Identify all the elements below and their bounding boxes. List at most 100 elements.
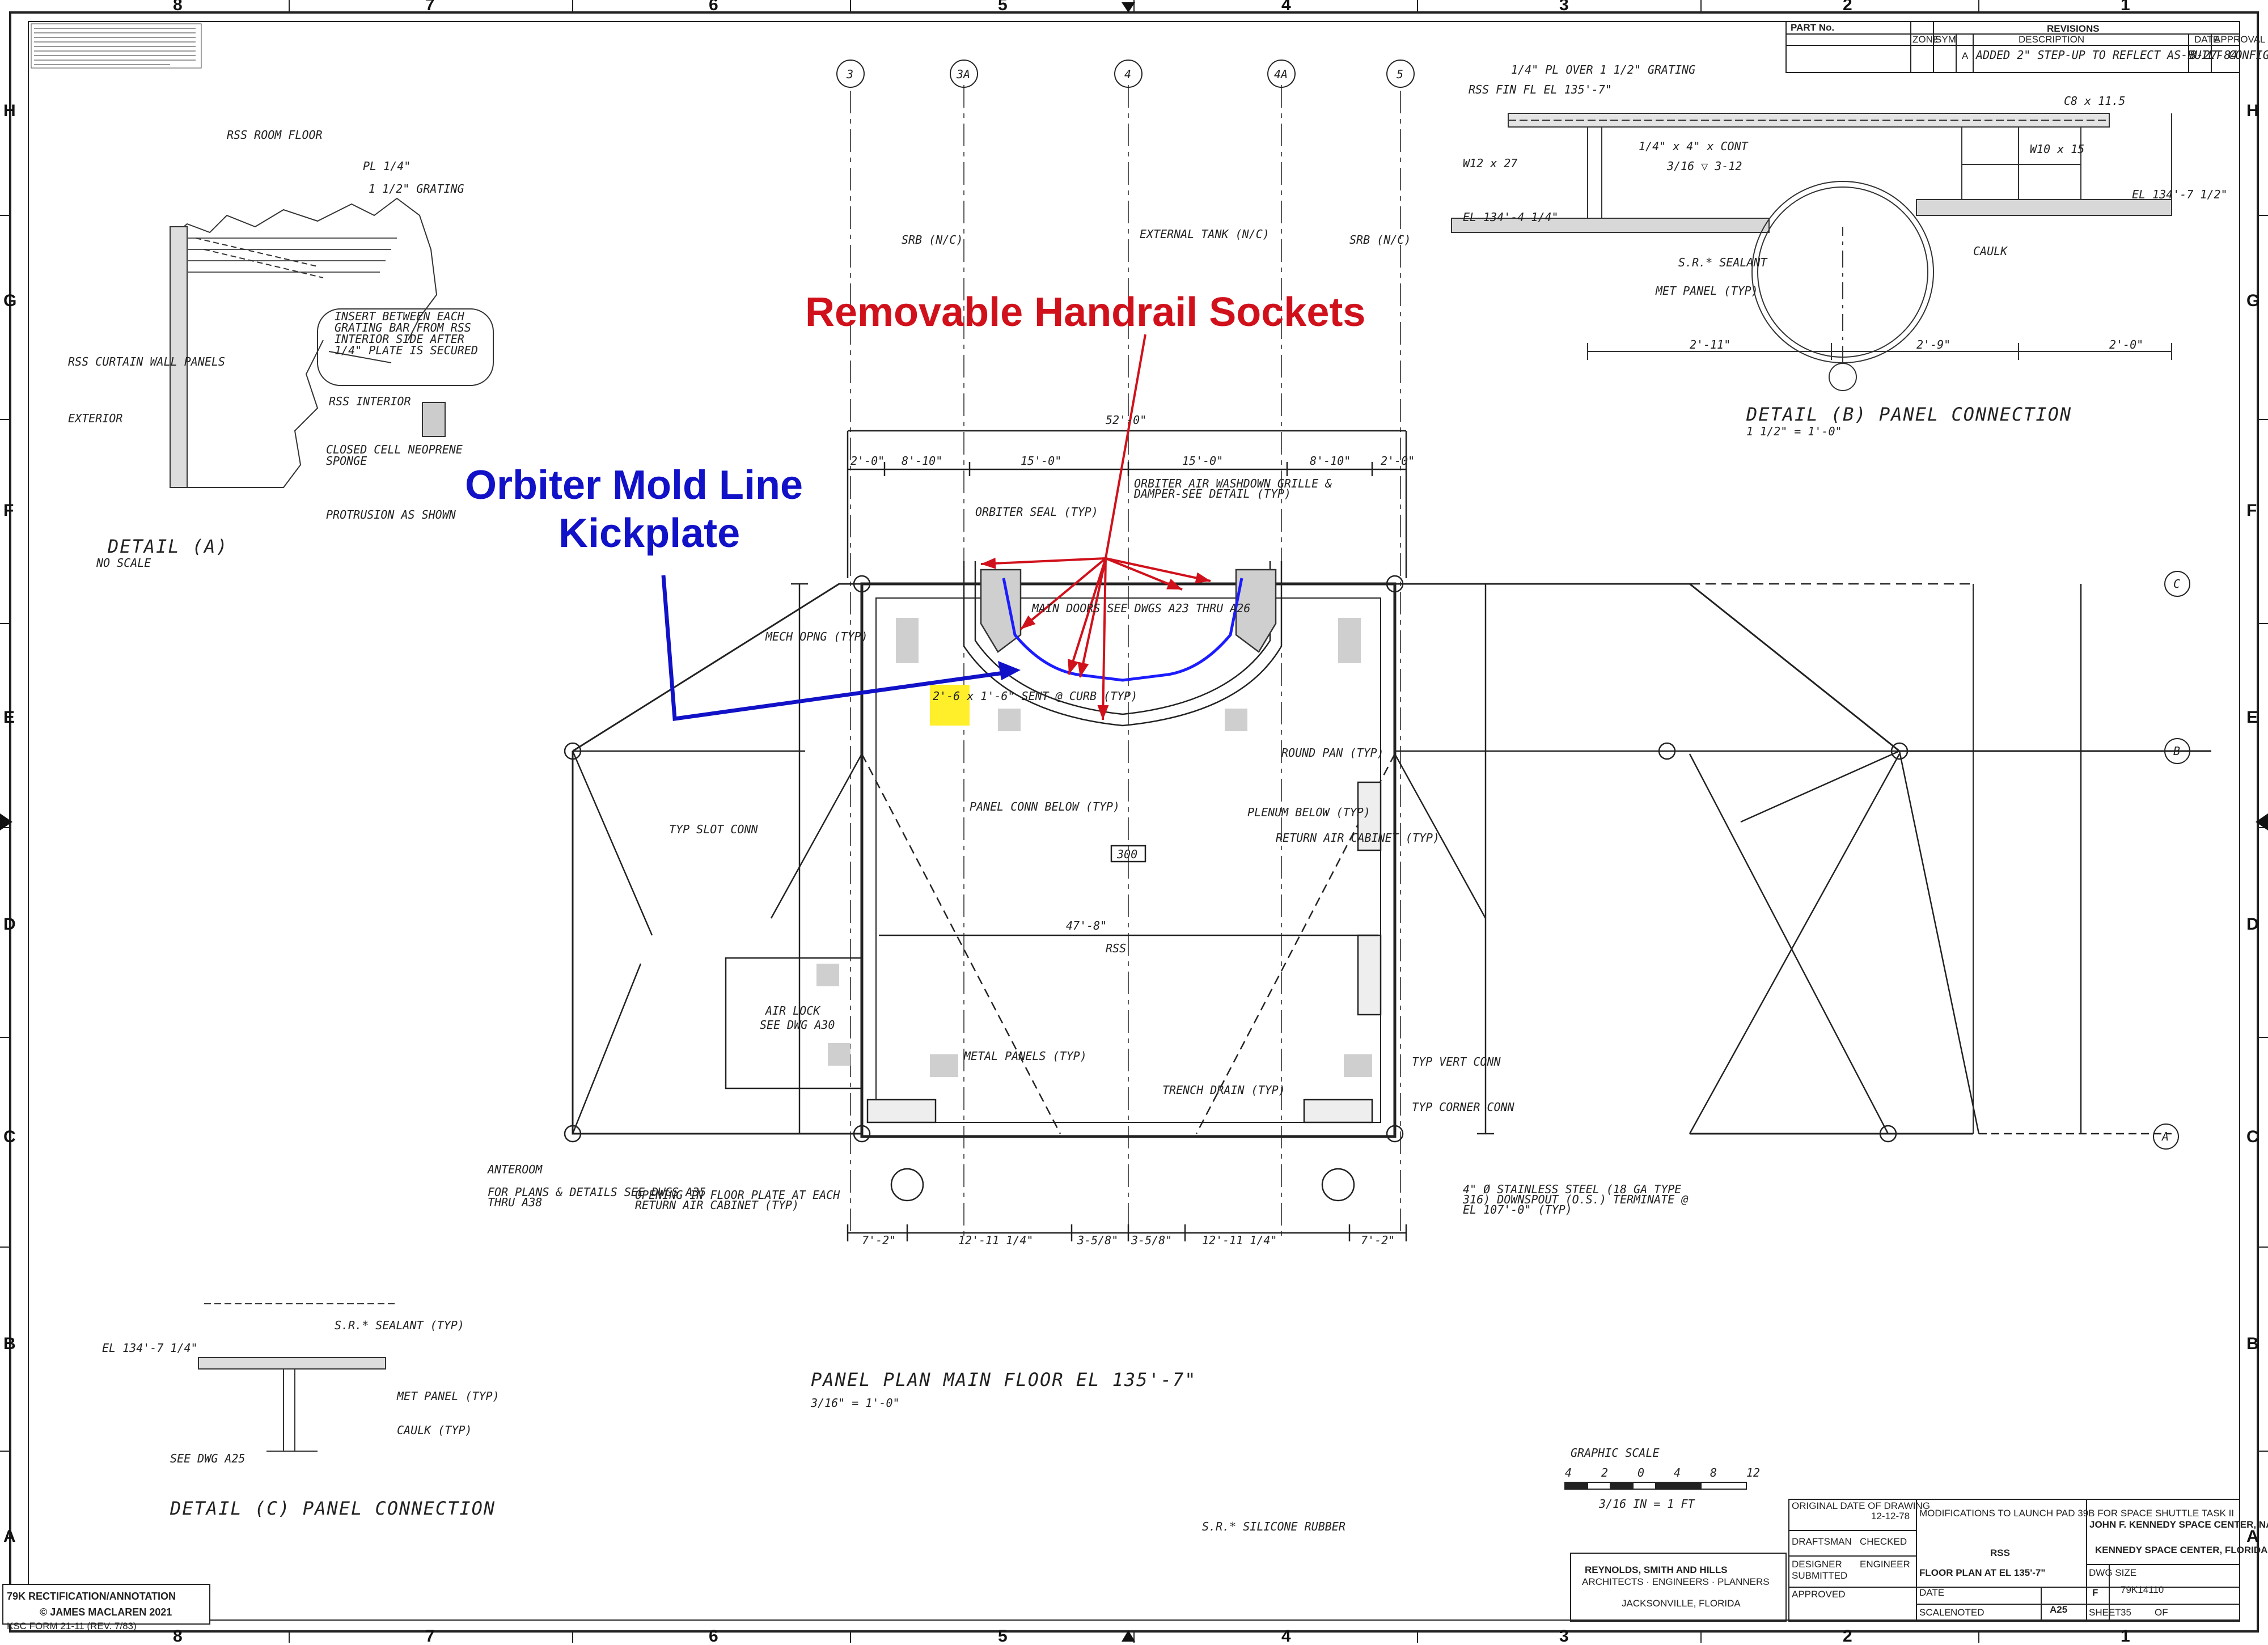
revision-column-header: APPROVAL	[2214, 34, 2265, 45]
zone-column-bottom: 8	[173, 1627, 183, 1643]
zone-column-top: 7	[425, 0, 435, 14]
detail-c-note: CAULK (TYP)	[397, 1423, 472, 1437]
rss-label: RSS	[1106, 942, 1126, 955]
detail-b-note: RSS FIN FL EL 135'-7"	[1469, 83, 1612, 96]
side-bubble-circle	[2153, 1123, 2179, 1150]
detail-b-title: DETAIL (B) PANEL CONNECTION	[1746, 404, 2072, 425]
zone-row-right: E	[2246, 708, 2258, 727]
handrail-arrow-line	[1105, 557, 1211, 582]
firm-sub: ARCHITECTS · ENGINEERS · PLANNERS	[1582, 1576, 1770, 1587]
designer-label: DESIGNER	[1792, 1559, 1842, 1570]
grid-bubble-circle	[950, 60, 978, 88]
handrail-arrow-line	[1102, 558, 1107, 720]
kickplate-callout-line2: Kickplate	[558, 511, 740, 556]
bottom-dimension: 3-5/8"	[1077, 1233, 1118, 1247]
side-bubble-label: B	[2173, 744, 2180, 758]
detail-a-note: PL 1/4"	[363, 159, 411, 173]
grid-bubble-label: 3	[846, 67, 853, 81]
dwg-no: 79K14110	[2121, 1584, 2164, 1595]
graphic-scale-tick: 0	[1637, 1466, 1644, 1479]
graphic-scale-note: 3/16 IN = 1 FT	[1598, 1497, 1696, 1511]
top-dimension: 2'-0"	[850, 454, 885, 468]
centerline-labels: SRB (N/C)EXTERNAL TANK (N/C)SRB (N/C)	[902, 227, 1411, 247]
plan-notes: ORBITER SEAL (TYP) ORBITER AIR WASHDOWN G…	[486, 477, 1688, 1216]
notice-block	[31, 23, 202, 69]
inner-width-dim: 47'-8"	[1066, 919, 1107, 932]
grid-bubble-label: 4A	[1274, 67, 1288, 81]
zone-column-bottom: 1	[2121, 1627, 2130, 1643]
plan-note: TYP CORNER CONN	[1412, 1100, 1515, 1114]
detail-a-note: EXTERIOR	[68, 412, 122, 425]
title-block-frame	[1570, 1499, 2240, 1622]
zone-column-bottom: 6	[709, 1627, 718, 1643]
handrail-arrow-line	[1079, 558, 1107, 678]
revisions-header: REVISIONS	[2047, 23, 2100, 34]
graphic-scale-tick: 4	[1565, 1466, 1572, 1479]
graphic-scale-title: GRAPHIC SCALE	[1571, 1446, 1660, 1460]
detail-c-note: EL 134'-7 1/4"	[102, 1341, 198, 1355]
firm-city: JACKSONVILLE, FLORIDA	[1622, 1598, 1741, 1609]
zone-row-left: H	[3, 101, 16, 120]
center-mark-top	[1122, 2, 1135, 12]
zone-row-right: B	[2246, 1334, 2259, 1353]
original-date-label: ORIGINAL DATE OF DRAWING	[1792, 1500, 1930, 1511]
revision-date: 8-27-84	[2190, 48, 2237, 62]
plan-note: ORBITER AIR WASHDOWN GRILLE &DAMPER-SEE …	[1133, 477, 1332, 501]
graphic-scale-tick: 12	[1746, 1466, 1760, 1479]
bottom-dimension: 12'-11 1/4"	[958, 1233, 1033, 1247]
zone-row-left: E	[3, 708, 15, 727]
handrail-arrow-line	[980, 557, 1106, 565]
detail-b-note: W12 x 27	[1463, 156, 1517, 170]
bottom-dimensions: 7'-2"12'-11 1/4"3-5/8"3-5/8"12'-11 1/4"7…	[862, 1233, 1395, 1247]
zone-column-bottom: 5	[998, 1627, 1008, 1643]
sealant-note: S.R.* SILICONE RUBBER	[1202, 1520, 1345, 1533]
detail-a	[170, 197, 494, 488]
plan-title: PANEL PLAN MAIN FLOOR EL 135'-7"	[811, 1369, 1197, 1390]
overall-dim: 52'-0"	[1106, 413, 1146, 427]
drawing-title: FLOOR PLAN AT EL 135'-7"	[1919, 1567, 2045, 1578]
top-dimension: 2'-0"	[1381, 454, 1415, 468]
detail-b-dim: 2'-9"	[1916, 338, 1950, 351]
zone-row-left: B	[3, 1334, 16, 1353]
handrail-arrow-head	[1166, 578, 1182, 590]
plan-note: ANTEROOM	[486, 1163, 543, 1176]
grid-bubble-label: 5	[1397, 67, 1403, 81]
top-dimensions: 2'-0"8'-10"15'-0"15'-0"8'-10"2'-0"	[850, 454, 1415, 468]
scale-value: NOTED	[1950, 1607, 1984, 1618]
zone-row-left: G	[3, 291, 16, 310]
plan-note: ORBITER SEAL (TYP)	[975, 505, 1098, 519]
graphic-scale-tick: 4	[1674, 1466, 1681, 1479]
zone-row-left: F	[3, 501, 14, 520]
detail-b-note: EL 134'-7 1/2"	[2132, 188, 2228, 201]
detail-b	[1451, 113, 2172, 391]
plan-note: TRENCH DRAIN (TYP)	[1162, 1083, 1285, 1097]
project-title: MODIFICATIONS TO LAUNCH PAD 39B FOR SPAC…	[1919, 1508, 2234, 1519]
zone-column-bottom: 2	[1843, 1627, 1852, 1643]
detail-b-note: CAULK	[1973, 244, 2008, 258]
top-dimension: 8'-10"	[1310, 454, 1351, 468]
zone-row-right: A	[2246, 1527, 2259, 1546]
side-bubble-label: C	[2173, 577, 2180, 591]
graphic-scale-tick: 8	[1710, 1466, 1717, 1479]
centerline-label: SRB (N/C)	[1349, 233, 1411, 247]
revisions-frame	[1785, 21, 2240, 73]
detail-b-note: EL 134'-4 1/4"	[1463, 210, 1559, 224]
grid-bubble-circle	[1386, 60, 1415, 88]
zone-column-top: 1	[2121, 0, 2130, 14]
graphic-scale-bar	[1564, 1482, 1747, 1490]
center-mark-left	[0, 813, 12, 830]
firm-name: REYNOLDS, SMITH AND HILLS	[1585, 1565, 1728, 1575]
side-bubble-circle	[2164, 738, 2190, 764]
zone-row-right: G	[2246, 291, 2259, 310]
zone-row-right: C	[2246, 1127, 2259, 1146]
revision-column-header: DATE	[2194, 34, 2219, 45]
zone-row-right: D	[2246, 915, 2259, 934]
plan-note: PANEL CONN BELOW (TYP)	[970, 800, 1120, 813]
bottom-dimension: 3-5/8"	[1131, 1233, 1172, 1247]
original-date: 12-12-78	[1871, 1511, 1910, 1521]
